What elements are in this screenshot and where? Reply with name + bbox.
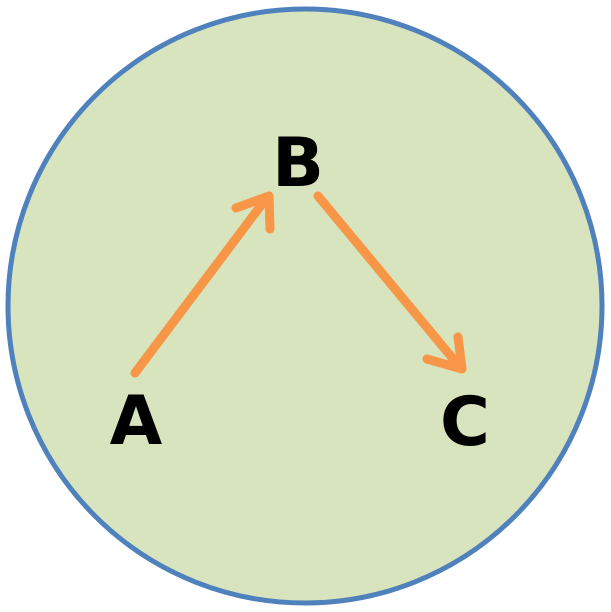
edge-b-to-c-head [422,332,467,374]
edge-a-to-b-arrow [130,191,275,378]
edge-b-to-c-arrow [313,191,467,374]
node-a-label: A [110,382,163,461]
background-circle [5,6,605,606]
edge-a-to-b-head [231,191,275,234]
edge-b-to-c-shaft [313,191,464,371]
node-c-label: C [440,383,490,462]
node-b-label: B [272,124,324,203]
edge-a-to-b-shaft [130,195,270,378]
